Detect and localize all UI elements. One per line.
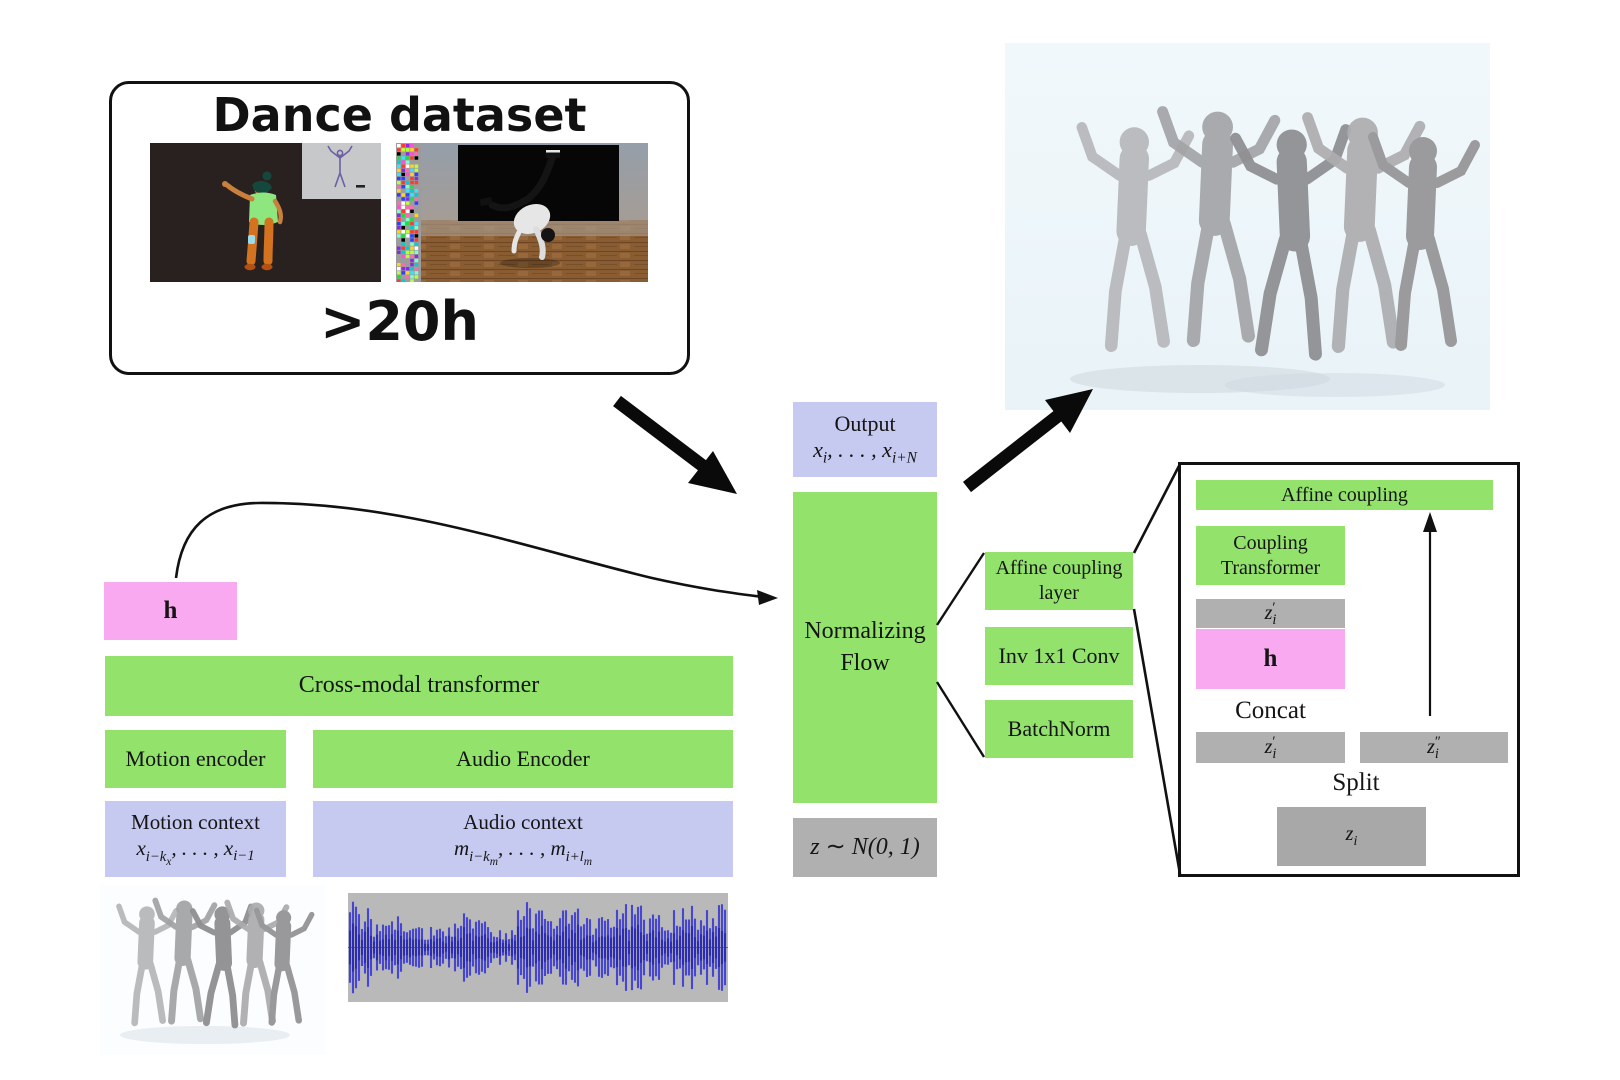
output-math: xi, . . . , xi+N bbox=[813, 437, 917, 467]
motion-context-title: Motion context bbox=[131, 810, 260, 835]
arrow-dataset-to-flow bbox=[613, 395, 737, 494]
coupling-transformer-box: Coupling Transformer bbox=[1196, 526, 1345, 585]
coupling-detail-panel: Affine coupling Coupling Transformer z′i… bbox=[1178, 462, 1520, 877]
generated-dance-art bbox=[1005, 43, 1490, 410]
video-sample-image bbox=[396, 143, 648, 282]
mocap-sample-art bbox=[150, 143, 381, 282]
h-vector-box: h bbox=[104, 582, 237, 640]
audio-waveform-image bbox=[348, 893, 728, 1002]
affine-coupling-layer-label: Affine coupling layer bbox=[995, 557, 1123, 604]
z-prime-left-bar: z′i bbox=[1196, 732, 1345, 763]
inv-1x1-conv-box: Inv 1x1 Conv bbox=[985, 627, 1133, 685]
latent-z-label: z ∼ N(0, 1) bbox=[810, 833, 920, 860]
motion-context-math: xi−kx, . . . , xi−1 bbox=[136, 836, 255, 868]
output-title: Output bbox=[834, 411, 896, 437]
audio-encoder-label: Audio Encoder bbox=[456, 746, 590, 771]
cross-modal-transformer-box: Cross-modal transformer bbox=[105, 656, 733, 716]
z-prime-top-bar: z′i bbox=[1196, 599, 1345, 628]
coupling-expansion-lines bbox=[1132, 463, 1182, 875]
normalizing-flow-label: Normalizing Flow bbox=[804, 618, 926, 676]
batchnorm-label: BatchNorm bbox=[1007, 716, 1111, 741]
motion-encoder-label: Motion encoder bbox=[125, 746, 266, 771]
dance-dataset-box: Dance dataset bbox=[109, 81, 690, 375]
mocap-sample-image bbox=[150, 143, 381, 282]
motion-encoder-box: Motion encoder bbox=[105, 730, 286, 788]
z-prime-left-label: z′i bbox=[1264, 734, 1277, 763]
audio-context-math: mi−km, . . . , mi+lm bbox=[454, 836, 592, 868]
h-vector-label: h bbox=[163, 597, 178, 624]
inv-1x1-conv-label: Inv 1x1 Conv bbox=[998, 643, 1120, 668]
concat-label: Concat bbox=[1235, 697, 1306, 724]
affine-coupling-label: Affine coupling bbox=[1281, 483, 1408, 506]
h-conditioning-box: h bbox=[1196, 629, 1345, 689]
cross-modal-transformer-label: Cross-modal transformer bbox=[298, 672, 540, 699]
motion-history-figures-image bbox=[100, 885, 325, 1055]
z-prime-top-label: z′i bbox=[1264, 600, 1277, 629]
skeleton-inset bbox=[302, 143, 381, 199]
audio-encoder-box: Audio Encoder bbox=[313, 730, 733, 788]
z-input-label: zi bbox=[1345, 823, 1358, 850]
avatar-dancer bbox=[222, 171, 284, 271]
output-box: Output xi, . . . , xi+N bbox=[793, 402, 937, 477]
affine-coupling-bar: Affine coupling bbox=[1196, 480, 1493, 510]
audio-context-box: Audio context mi−km, . . . , mi+lm bbox=[313, 801, 733, 877]
dance-dataset-title: Dance dataset bbox=[212, 88, 587, 142]
latent-z-box: z ∼ N(0, 1) bbox=[793, 818, 937, 877]
normalizing-flow-box: Normalizing Flow bbox=[793, 492, 937, 803]
z-input-bar: zi bbox=[1277, 807, 1426, 866]
batchnorm-box: BatchNorm bbox=[985, 700, 1133, 758]
z-double-prime-label: z″i bbox=[1427, 734, 1441, 763]
z-double-prime-right-bar: z″i bbox=[1360, 732, 1508, 763]
breakdancer-figure bbox=[479, 150, 560, 268]
spectrogram-noise-strip bbox=[396, 143, 421, 282]
flow-fanout-lines bbox=[935, 552, 986, 758]
split-label: Split bbox=[1332, 769, 1380, 796]
generated-dance-image bbox=[1005, 43, 1490, 410]
affine-coupling-layer-box: Affine coupling layer bbox=[985, 552, 1133, 610]
video-sample-art bbox=[396, 143, 648, 282]
arrow-h-to-flow bbox=[174, 501, 778, 605]
motion-context-box: Motion context xi−kx, . . . , xi−1 bbox=[105, 801, 286, 877]
h-conditioning-label: h bbox=[1263, 645, 1278, 672]
dataset-hours-label: >20h bbox=[320, 290, 479, 353]
coupling-transformer-label: Coupling Transformer bbox=[1220, 531, 1321, 579]
audio-context-title: Audio context bbox=[463, 810, 583, 835]
